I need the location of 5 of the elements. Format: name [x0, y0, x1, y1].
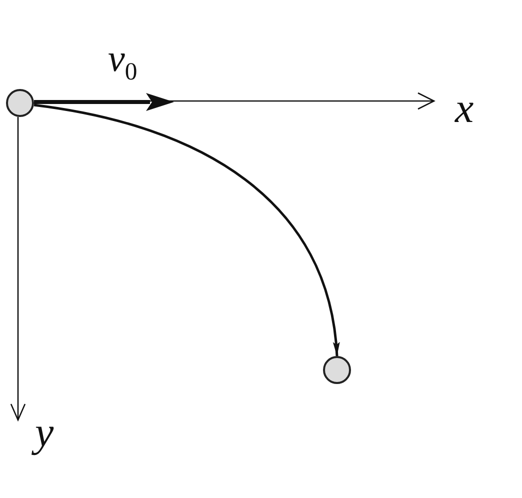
point-circle [323, 356, 351, 384]
point-circle [6, 89, 34, 117]
trajectory-arrow [34, 104, 339, 356]
axis-label: x [455, 88, 474, 130]
axis-label: v$_{0}$ [108, 40, 138, 86]
